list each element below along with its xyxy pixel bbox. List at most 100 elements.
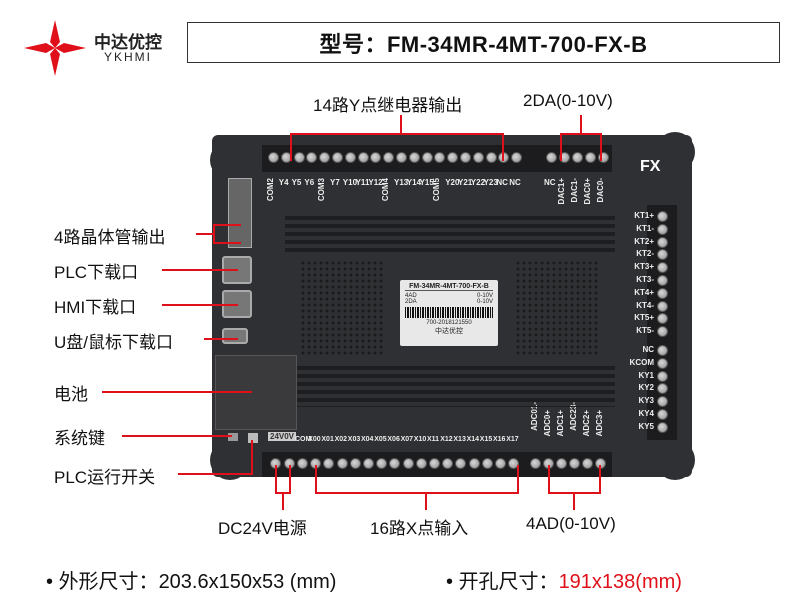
terminal-label: Y6 <box>304 178 315 187</box>
terminal-screw <box>415 458 427 469</box>
terminal-screw <box>455 458 467 469</box>
terminal-screw <box>569 458 580 469</box>
terminal-screw <box>363 458 374 469</box>
sticker-row2-label: 2DA <box>405 299 417 305</box>
terminal-label: Y14 <box>406 178 422 187</box>
sticker-model: FM-34MR-4MT-700-FX-B <box>405 283 493 291</box>
brand-name-en: YKHMI <box>104 50 153 64</box>
series-mark: FX <box>640 158 661 175</box>
speaker-grille-right <box>515 260 600 355</box>
run-switch[interactable] <box>248 433 258 443</box>
bracket-line <box>290 133 503 135</box>
dimensions-value: 203.6x150x53 (mm) <box>158 571 337 593</box>
terminal-screw <box>657 223 668 235</box>
terminal-label: KY2 <box>638 383 654 393</box>
terminal-label: NC <box>496 178 508 187</box>
sticker-row1-label: 4AD <box>405 293 417 299</box>
usb-port[interactable] <box>222 328 248 344</box>
cutout-value: 191x138(mm) <box>558 571 682 593</box>
sticker-row1-value: 0-10V <box>476 293 493 299</box>
terminal-screw <box>349 458 361 469</box>
vent-slots-top <box>285 212 615 252</box>
terminal-screw <box>585 152 596 163</box>
terminal-label: X13 <box>453 436 466 443</box>
model-title: 型号：FM-34MR-4MT-700-FX-B <box>187 22 780 63</box>
bracket-line <box>560 133 601 135</box>
callout-relay-output: 14路Y点继电器输出 <box>313 96 463 115</box>
terminal-label: KT3- <box>636 275 654 284</box>
terminal-label: ADC2+ <box>582 410 591 437</box>
terminal-label: KT3+ <box>634 262 654 272</box>
bracket-line <box>275 465 277 493</box>
callout-ad: 4AD(0-10V) <box>526 514 616 533</box>
terminal-screw <box>657 249 668 261</box>
terminal-label: Y12 <box>368 178 383 187</box>
bracket-line <box>290 133 292 161</box>
bracket-line <box>502 133 504 161</box>
terminal-screw <box>389 458 401 469</box>
terminal-screw <box>657 300 668 312</box>
leader-line <box>204 338 238 340</box>
system-key[interactable] <box>228 433 238 441</box>
cutout-spec: • 开孔尺寸：191x138(mm) <box>446 565 682 594</box>
terminal-label: Y7 <box>330 178 340 187</box>
sticker-serial: 700-2018121550 <box>426 320 472 326</box>
speaker-grille-left <box>300 260 385 355</box>
terminal-screw <box>468 458 480 469</box>
terminal-label: X07 <box>400 436 414 443</box>
terminal-label: X00 <box>308 436 321 443</box>
terminal-screw <box>657 421 668 433</box>
leader-line <box>102 391 252 393</box>
terminal-label: DAC1+ <box>557 178 566 205</box>
terminal-screw <box>421 152 433 163</box>
terminal-label: Y21 <box>458 178 473 187</box>
dimensions-spec: • 外形尺寸：203.6x150x53 (mm) <box>46 565 336 594</box>
terminal-label: NC <box>544 178 556 187</box>
bracket-line <box>599 465 601 493</box>
terminal-screw <box>472 152 484 163</box>
terminal-label: COM <box>295 436 312 443</box>
terminal-screw <box>657 409 668 420</box>
terminal-screw <box>572 152 583 163</box>
logo-star-icon <box>24 20 86 76</box>
bracket-line <box>548 465 550 493</box>
terminal-label: X04 <box>361 436 374 443</box>
bullet: • <box>446 571 459 593</box>
terminal-screw <box>657 236 668 248</box>
terminal-screw <box>357 152 369 163</box>
terminal-screw <box>657 357 668 369</box>
terminal-label: X06 <box>387 436 400 443</box>
terminal-screw <box>511 152 523 163</box>
terminal-label: DAC0- <box>596 178 605 203</box>
terminal-screw <box>598 152 609 163</box>
terminal-label: COM2 <box>266 178 275 202</box>
bracket-line <box>573 492 575 510</box>
bracket-line <box>282 492 284 510</box>
terminal-label: DAC1- <box>570 178 579 203</box>
terminal-label: Y5 <box>291 178 302 187</box>
terminal-label: Y4 <box>278 178 289 187</box>
terminal-label: KY4 <box>638 409 654 418</box>
terminal-screw <box>268 152 279 163</box>
terminal-label: Y23 <box>483 178 498 187</box>
leader-line <box>162 269 238 271</box>
terminal-screw <box>344 152 356 163</box>
transistor-output-connector <box>228 178 252 248</box>
terminal-screw <box>556 458 567 469</box>
bracket-line <box>400 115 402 134</box>
terminal-label: KY3 <box>638 396 654 406</box>
leader-line <box>162 304 238 306</box>
callout-usb-port: U盘/鼠标下载口 <box>54 333 173 352</box>
sticker-brand: 中达优控 <box>435 328 463 335</box>
terminal-label: KT5+ <box>634 313 654 323</box>
terminal-label: X15 <box>479 436 493 443</box>
bracket-line <box>315 492 519 494</box>
terminal-label: KT1- <box>636 223 654 233</box>
terminal-label: ADC0+ <box>543 410 552 437</box>
terminal-screw <box>657 211 668 222</box>
terminal-screw <box>495 458 506 469</box>
terminal-label: ADC3+ <box>595 410 604 437</box>
terminal-screw <box>657 287 668 299</box>
terminal-screw <box>582 458 593 469</box>
